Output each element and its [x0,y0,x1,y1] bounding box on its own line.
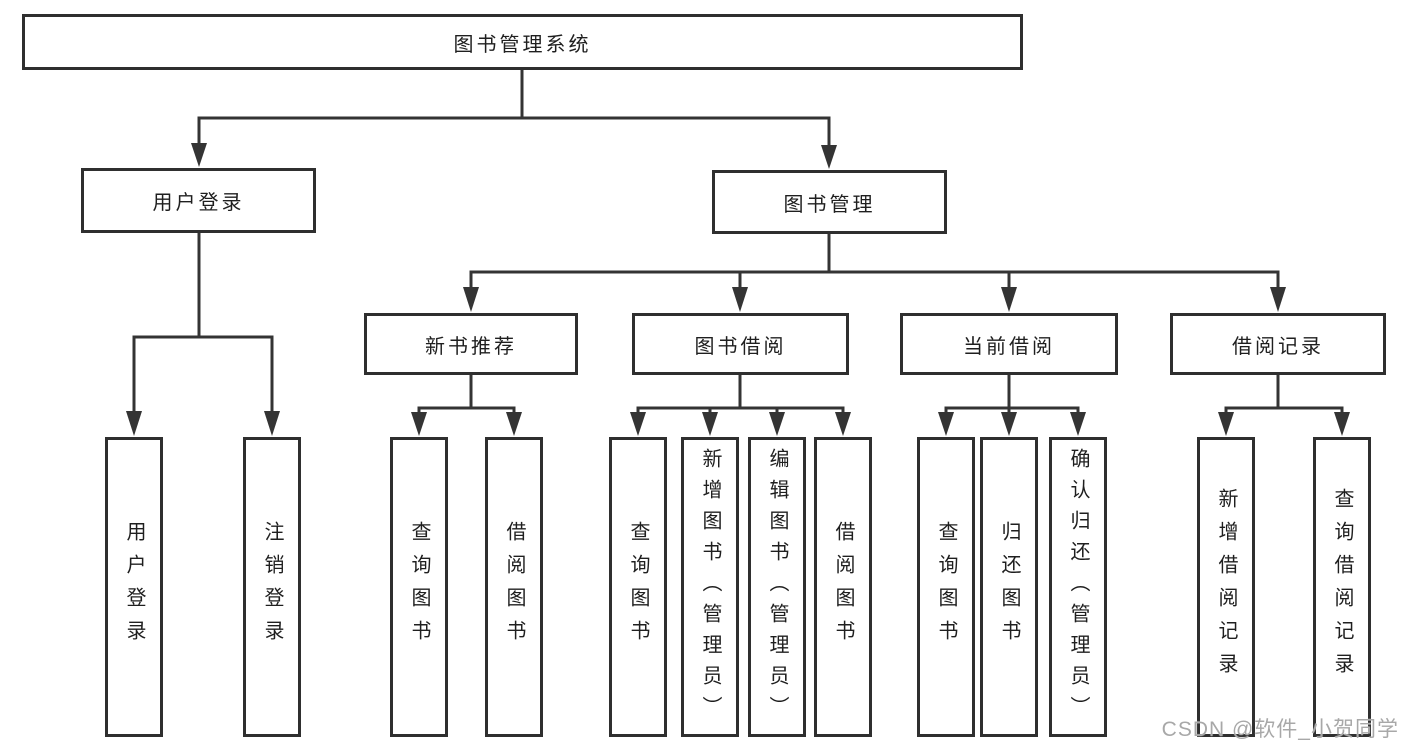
leaf-add-books-admin: 新增图书（管理员） [681,437,739,737]
node-user-login: 用户登录 [81,168,316,233]
node-label: 新增图书（管理员） [699,447,721,727]
node-label: 借阅图书 [503,521,525,653]
leaf-edit-books-admin: 编辑图书（管理员） [748,437,806,737]
node-label: 图书管理 [783,193,876,216]
node-label: 查询借阅记录 [1331,488,1353,686]
node-label: 归还图书 [998,521,1020,653]
leaf-add-borrow-record: 新增借阅记录 [1197,437,1255,737]
node-label: 查询图书 [935,521,957,653]
node-library-management-system: 图书管理系统 [22,14,1023,70]
node-label: 注销登录 [261,521,283,653]
node-current-borrowing: 当前借阅 [900,313,1118,375]
node-label: 编辑图书（管理员） [766,447,788,727]
leaf-query-borrow-record: 查询借阅记录 [1313,437,1371,737]
node-label: 借阅图书 [832,521,854,653]
node-label: 图书管理系统 [453,33,592,56]
leaf-query-books-current: 查询图书 [917,437,975,737]
node-new-book-recommendation: 新书推荐 [364,313,578,375]
node-label: 确认归还（管理员） [1067,447,1089,727]
watermark: CSDN @软件_小贺同学 [1161,718,1399,741]
node-label: 用户登录 [123,521,145,653]
leaf-query-books-borrow: 查询图书 [609,437,667,737]
node-label: 查询图书 [627,521,649,653]
node-book-management: 图书管理 [712,170,947,234]
leaf-query-books-recommend: 查询图书 [390,437,448,737]
leaf-return-books: 归还图书 [980,437,1038,737]
node-label: 当前借阅 [963,335,1055,358]
leaf-logout-login: 注销登录 [243,437,301,737]
node-label: 查询图书 [408,521,430,653]
node-label: 用户登录 [152,192,245,214]
node-label: 借阅记录 [1232,335,1324,358]
leaf-user-login: 用户登录 [105,437,163,737]
node-book-borrowing: 图书借阅 [632,313,849,375]
node-label: 新书推荐 [425,335,517,358]
leaf-borrow-books-recommend: 借阅图书 [485,437,543,737]
leaf-borrow-books: 借阅图书 [814,437,872,737]
node-borrowing-records: 借阅记录 [1170,313,1386,375]
node-label: 图书借阅 [694,335,787,358]
node-label: 新增借阅记录 [1215,488,1237,686]
leaf-confirm-return-admin: 确认归还（管理员） [1049,437,1107,737]
